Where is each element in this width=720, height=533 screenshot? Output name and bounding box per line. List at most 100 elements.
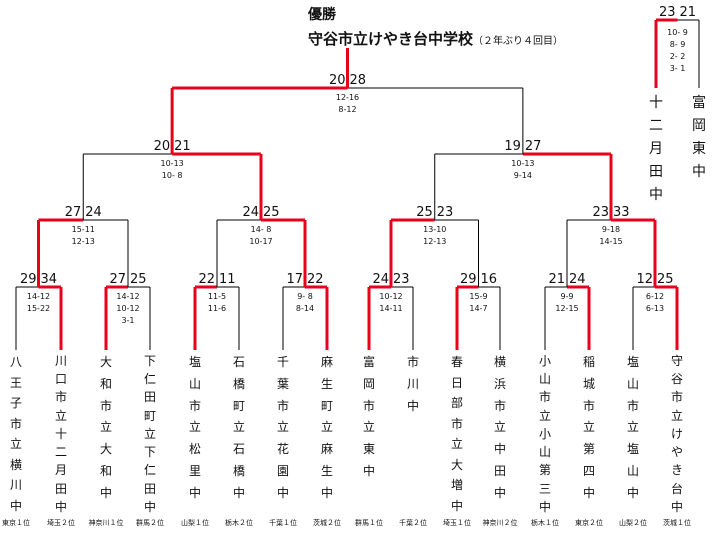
r1-match-7-set-1: 9-9 bbox=[560, 292, 573, 301]
team-9-char-3: 市 bbox=[362, 398, 375, 413]
team-10-char-3: 中 bbox=[406, 398, 419, 413]
team-8-char-5: 麻 bbox=[320, 442, 333, 457]
semi-2-set-2: 9-14 bbox=[514, 171, 532, 180]
r2-match-4-set-1: 9-18 bbox=[602, 225, 620, 234]
r1-match-4-set-2: 8-14 bbox=[296, 304, 314, 313]
team-seed-10: 千葉２位 bbox=[399, 519, 427, 527]
team-seed-8: 茨城２位 bbox=[313, 519, 341, 527]
semi-2-score-right: 27 bbox=[525, 139, 542, 154]
team-2-char-2: 口 bbox=[54, 372, 67, 387]
r1-match-3-set-1: 11-5 bbox=[208, 292, 226, 301]
r2-match-4-score-left: 23 bbox=[592, 205, 609, 220]
team-6-char-3: 町 bbox=[232, 398, 245, 413]
team-3-char-2: 和 bbox=[99, 376, 112, 391]
team-15-char-3: 市 bbox=[626, 398, 639, 413]
team-seed-1: 東京１位 bbox=[2, 519, 30, 527]
team-15-char-6: 山 bbox=[626, 463, 639, 478]
team-name-4: 下仁田町立下仁田中 bbox=[142, 352, 158, 516]
team-name-13: 小山市立小山第三中 bbox=[537, 352, 553, 516]
team-8-char-6: 生 bbox=[320, 463, 333, 478]
team-3-char-3: 市 bbox=[99, 398, 112, 413]
team-7-char-4: 立 bbox=[276, 420, 289, 435]
team-seed-11: 埼玉１位 bbox=[443, 519, 471, 527]
team-10-char-1: 市 bbox=[406, 355, 419, 369]
team-6-char-4: 立 bbox=[232, 420, 245, 435]
team-16-char-1: 守 bbox=[670, 354, 683, 368]
r2-match-2-score-right: 25 bbox=[263, 205, 280, 220]
team-16-char-6: や bbox=[670, 445, 683, 460]
team-1-char-5: 立 bbox=[9, 437, 22, 451]
team-name-10: 市川中 bbox=[405, 352, 421, 417]
team-9-char-6: 中 bbox=[362, 463, 375, 478]
team-2-char-9: 中 bbox=[54, 499, 67, 514]
team-seed-6: 栃木２位 bbox=[225, 519, 253, 527]
third-team-left-char-3: 月 bbox=[649, 141, 663, 157]
team-7-char-2: 葉 bbox=[276, 376, 289, 391]
team-7-char-3: 市 bbox=[276, 398, 289, 413]
team-10-char-2: 川 bbox=[406, 376, 419, 391]
r1-match-2-set-3: 3-1 bbox=[121, 316, 134, 325]
team-8-char-3: 町 bbox=[320, 398, 333, 413]
team-4-char-3: 田 bbox=[143, 390, 156, 405]
r1-match-6-set-2: 14-7 bbox=[469, 304, 487, 313]
semi-1-set-2: 10- 8 bbox=[162, 171, 183, 180]
team-5-char-3: 市 bbox=[188, 398, 201, 413]
bracket-lines bbox=[15, 18, 700, 350]
third-score-left: 23 bbox=[659, 5, 676, 20]
team-2-char-1: 川 bbox=[54, 354, 67, 368]
r2-match-3-score-right: 23 bbox=[437, 205, 454, 220]
team-16-char-2: 谷 bbox=[670, 372, 683, 387]
r1-match-4-set-1: 9- 8 bbox=[297, 292, 313, 301]
team-seed-2: 埼玉２位 bbox=[47, 519, 75, 527]
team-14-char-4: 立 bbox=[582, 420, 595, 435]
team-16-char-7: き bbox=[670, 463, 683, 478]
team-1-char-7: 川 bbox=[9, 478, 22, 492]
semi-1-score-left: 20 bbox=[154, 139, 171, 154]
r1-match-6-score-left: 29 bbox=[460, 272, 477, 287]
third-set-3: 2- 2 bbox=[670, 52, 686, 61]
r1-match-8-set-2: 6-13 bbox=[646, 304, 664, 313]
semi-2-score-left: 19 bbox=[504, 139, 521, 154]
r1-match-5-set-1: 10-12 bbox=[379, 292, 402, 301]
team-1-char-2: 王 bbox=[9, 375, 22, 390]
team-12-char-3: 市 bbox=[493, 398, 506, 413]
third-team-right-char-2: 岡 bbox=[692, 118, 706, 134]
r1-match-2-set-1: 14-12 bbox=[116, 292, 139, 301]
r2-match-4-score-right: 33 bbox=[613, 205, 630, 220]
r1-match-8-score-left: 12 bbox=[636, 272, 653, 287]
team-2-char-5: 十 bbox=[54, 426, 67, 441]
r2-match-3-score-left: 25 bbox=[416, 205, 433, 220]
team-11-char-8: 中 bbox=[450, 498, 463, 513]
team-3-char-7: 中 bbox=[99, 485, 112, 500]
r1-match-5-score-right: 23 bbox=[393, 272, 410, 287]
r1-match-3-score-left: 22 bbox=[198, 272, 215, 287]
r1-match-2-set-2: 10-12 bbox=[116, 304, 139, 313]
team-13-char-8: 三 bbox=[538, 481, 551, 496]
team-seed-9: 群馬１位 bbox=[355, 519, 383, 527]
team-9-char-4: 立 bbox=[362, 420, 375, 435]
team-name-1: 八王子市立横川中 bbox=[8, 352, 24, 516]
r2-match-1-set-1: 15-11 bbox=[72, 225, 95, 234]
team-8-char-1: 麻 bbox=[320, 355, 333, 369]
team-14-char-2: 城 bbox=[582, 376, 595, 391]
team-name-2: 川口市立十二月田中 bbox=[53, 352, 69, 516]
team-5-char-4: 立 bbox=[188, 420, 201, 435]
semi-1-score-right: 21 bbox=[174, 139, 191, 154]
semi-1-set-1: 10-13 bbox=[161, 159, 184, 168]
team-5-char-2: 山 bbox=[188, 376, 201, 391]
r1-match-5-score-left: 24 bbox=[372, 272, 389, 287]
team-2-char-3: 市 bbox=[54, 390, 67, 405]
r1-match-8-set-1: 6-12 bbox=[646, 292, 664, 301]
team-4-char-1: 下 bbox=[143, 354, 156, 368]
team-13-char-7: 第 bbox=[538, 463, 551, 478]
team-name-9: 富岡市立東中 bbox=[361, 352, 377, 483]
final-score-left: 20 bbox=[329, 73, 346, 88]
r1-match-7-set-2: 12-15 bbox=[555, 304, 578, 313]
r2-match-3-set-1: 13-10 bbox=[423, 225, 446, 234]
team-7-char-6: 園 bbox=[276, 463, 289, 478]
team-15-char-2: 山 bbox=[626, 376, 639, 391]
r1-match-2-score-left: 27 bbox=[109, 272, 126, 287]
team-1-char-1: 八 bbox=[9, 355, 22, 369]
team-7-char-1: 千 bbox=[276, 355, 289, 369]
